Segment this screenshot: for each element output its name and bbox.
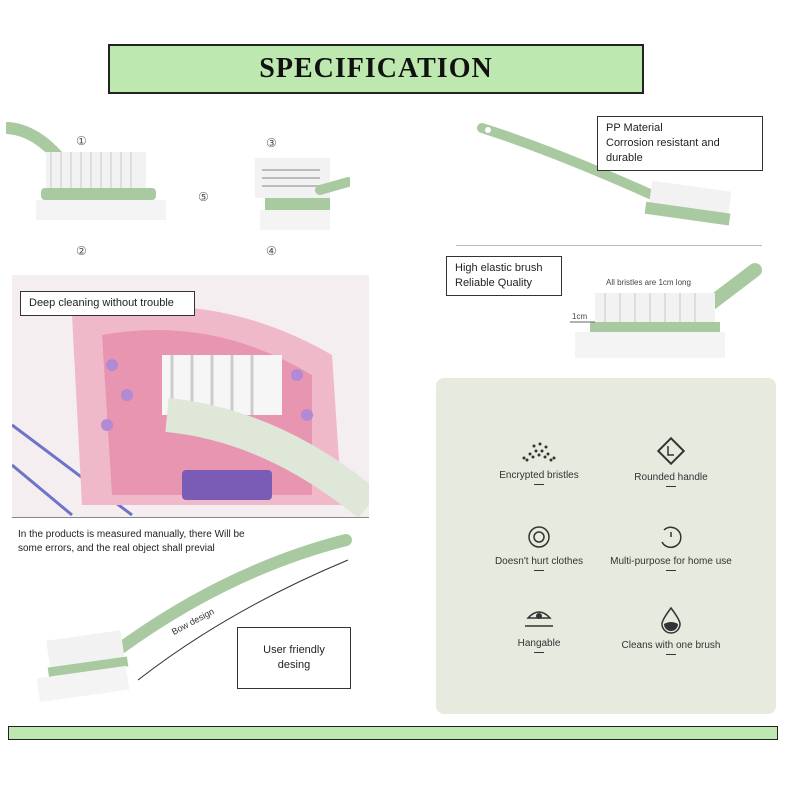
page-title: SPECIFICATION [259,53,493,84]
feature-label: Cleans with one brush [621,640,721,651]
feature-encrypted-bristles: Encrypted bristles [464,438,614,485]
feature-label: Encrypted bristles [499,470,579,481]
measurement-note: In the products is measured manually, th… [18,529,245,554]
material-line-1: PP Material [606,122,663,134]
material-line-2: Corrosion resistant and durable [606,137,720,164]
bristle-length-note: All bristles are 1cm long [606,278,691,287]
photo-caption: Deep cleaning without trouble [29,297,174,309]
user-friendly-line-1: User friendly [263,644,325,656]
view-number-5: ⑤ [198,190,209,204]
view-number-2: ② [76,244,87,258]
feature-label: Hangable [517,638,561,649]
dash [534,484,544,485]
feature-doesnt-hurt: Doesn't hurt clothes [464,524,614,571]
photo-caption-box: Deep cleaning without trouble [20,291,195,316]
dash [534,652,544,653]
elastic-line-2: Reliable Quality [455,277,533,289]
view-number-3: ③ [266,136,277,150]
feature-label: Rounded handle [634,472,708,483]
bristles-icon [522,442,556,462]
features-panel: Encrypted bristles Rounded handle Doesn'… [436,378,776,714]
brush-side-view-1 [6,122,166,220]
material-label: PP Material Corrosion resistant and dura… [597,116,763,171]
view-number-4: ④ [266,244,277,258]
user-friendly-line-2: desing [277,659,311,671]
user-friendly-box: User friendly desing [237,627,351,689]
feature-label: Doesn't hurt clothes [494,556,584,567]
brush-full-view [477,123,732,226]
view-number-1: ① [76,134,87,148]
dash [666,570,676,571]
dash [666,486,676,487]
spec-banner: SPECIFICATION [108,44,644,94]
brush-closeup [570,263,762,358]
multi-purpose-icon [661,526,682,549]
elastic-label: High elastic brush Reliable Quality [446,256,562,296]
feature-rounded-handle: Rounded handle [596,436,746,487]
dash [534,570,544,571]
dash [666,654,676,655]
feature-label: Multi-purpose for home use [610,556,732,567]
fabric-icon [528,526,550,548]
water-drop-icon [661,606,681,634]
brush-angled-view [36,534,352,703]
feature-cleans-one-brush: Cleans with one brush [596,606,746,655]
footer-bar [8,726,778,740]
hanger-icon [525,611,553,627]
elastic-line-1: High elastic brush [455,262,543,274]
feature-multi-purpose: Multi-purpose for home use [596,524,746,571]
brush-side-view-2 [255,158,350,230]
rounded-handle-icon [656,436,686,466]
feature-hangable: Hangable [464,606,614,653]
divider [456,245,762,246]
measure-label: 1cm [572,312,588,321]
